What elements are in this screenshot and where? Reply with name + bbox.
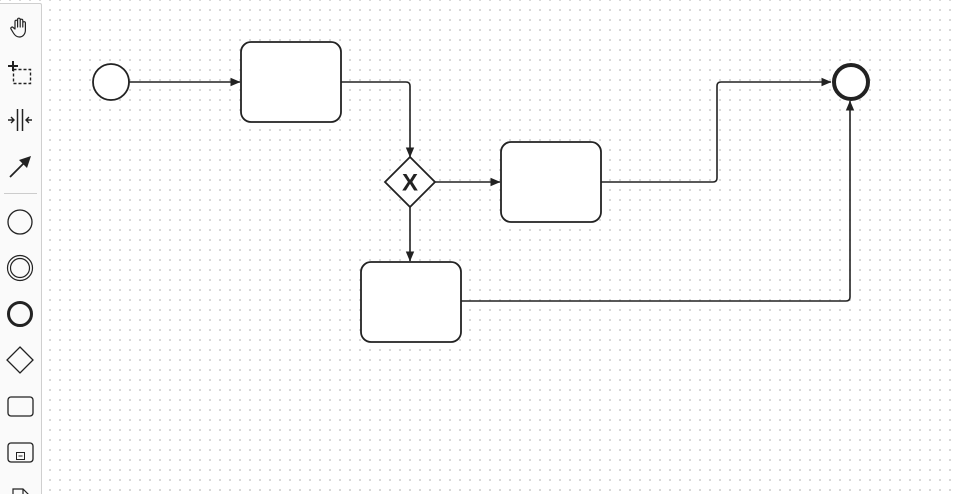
lasso-tool-button[interactable]	[2, 56, 38, 92]
end-event-icon	[7, 301, 33, 327]
create-end-event-button[interactable]	[2, 296, 38, 332]
palette-separator	[4, 193, 37, 194]
sequence-flow[interactable]	[341, 81, 415, 158]
task[interactable]	[500, 141, 602, 223]
create-start-event-button[interactable]	[2, 204, 38, 240]
create-task-button[interactable]	[2, 388, 38, 424]
connect-arrow-icon	[9, 156, 31, 178]
create-subprocess-button[interactable]	[2, 434, 38, 470]
tool-palette	[0, 3, 42, 494]
space-icon	[8, 109, 32, 131]
create-intermediate-event-button[interactable]	[2, 250, 38, 286]
create-data-object-button[interactable]	[2, 480, 38, 494]
subprocess-icon	[7, 442, 34, 463]
lasso-icon	[8, 61, 32, 85]
sequence-flow[interactable]	[461, 100, 855, 302]
end-event[interactable]	[832, 63, 870, 101]
gateway-marker: X	[402, 170, 418, 197]
exclusive-gateway[interactable]: X	[383, 155, 437, 209]
start-event-icon	[7, 209, 33, 235]
hand-tool-button[interactable]	[2, 10, 38, 46]
intermediate-event-icon	[6, 254, 34, 282]
hand-icon	[10, 17, 26, 38]
start-event[interactable]	[92, 63, 130, 101]
global-connect-tool-button[interactable]	[2, 148, 38, 184]
create-gateway-button[interactable]	[2, 342, 38, 378]
task[interactable]	[360, 261, 462, 343]
gateway-icon	[6, 346, 34, 374]
task[interactable]	[240, 41, 342, 123]
sequence-flow[interactable]	[601, 77, 832, 183]
space-tool-button[interactable]	[2, 102, 38, 138]
data-object-icon	[12, 488, 29, 494]
task-icon	[7, 396, 34, 417]
